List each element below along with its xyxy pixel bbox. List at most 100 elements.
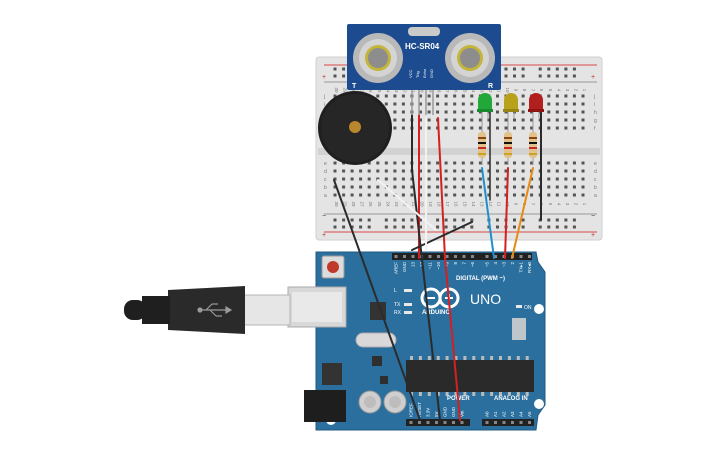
hole (572, 185, 576, 189)
rail-hole (359, 225, 363, 229)
hole (564, 169, 568, 173)
rail-hole (521, 218, 525, 222)
hole (436, 161, 440, 165)
hole (376, 94, 380, 98)
hole (359, 193, 363, 197)
column-number: 14 (471, 87, 476, 93)
hole (427, 193, 431, 197)
header-hole (519, 255, 523, 258)
hole (453, 169, 457, 173)
column-number: 30 (334, 87, 339, 93)
column-number: 30 (334, 201, 339, 207)
rail-hole (538, 67, 542, 71)
column-number: 3 (565, 89, 570, 92)
hole (555, 94, 559, 98)
hole (393, 110, 397, 114)
header-hole (403, 255, 406, 258)
hole (444, 193, 448, 197)
hole (427, 161, 431, 165)
column-number: 16 (454, 87, 459, 93)
hole (333, 185, 337, 189)
pin-label: Vin (460, 410, 465, 417)
hole (461, 169, 465, 173)
hole (453, 102, 457, 106)
hole (513, 126, 516, 130)
hole (367, 161, 371, 165)
hole (478, 185, 482, 189)
hole (419, 161, 422, 165)
hole (572, 126, 576, 130)
hole (461, 177, 465, 181)
rail-hole (453, 218, 457, 222)
hole (581, 161, 585, 165)
row-letter: e (324, 161, 327, 167)
pin-label: GND (451, 406, 456, 417)
rail-hole (564, 74, 568, 78)
rail-hole (572, 67, 576, 71)
hole (513, 185, 516, 189)
hole (496, 118, 499, 122)
hole (419, 177, 422, 181)
rail-hole (419, 225, 422, 229)
hole (453, 94, 457, 98)
rail-plus-bottom-right: + (591, 232, 595, 239)
column-number: 8 (522, 89, 527, 92)
hole (555, 102, 559, 106)
pin-label: 3.3V (426, 408, 431, 417)
column-number: 21 (411, 201, 416, 207)
hole (393, 169, 397, 173)
hole (581, 126, 585, 130)
chip-pin (427, 356, 431, 360)
chip-pin (525, 356, 529, 360)
row-letter: d (324, 169, 327, 175)
pin-label: GND (443, 406, 448, 417)
wire-rail-black (411, 221, 473, 251)
hole (478, 177, 482, 181)
hole (470, 102, 474, 106)
column-number: 21 (411, 87, 416, 93)
hole (333, 161, 337, 165)
header-hole (519, 421, 523, 424)
hole (581, 169, 585, 173)
hole (581, 94, 585, 98)
hole (496, 126, 499, 130)
chip-pin (418, 392, 422, 396)
row-letter: f (594, 126, 596, 132)
resistor-2 (504, 115, 512, 165)
rail-hole (401, 218, 405, 222)
rail-hole (521, 67, 525, 71)
chip-pin (445, 392, 449, 396)
column-number: 4 (556, 203, 561, 206)
hole (572, 193, 576, 197)
reset-button[interactable] (327, 261, 339, 273)
rail-hole (333, 225, 337, 229)
hole (513, 193, 516, 197)
rail-hole (393, 218, 397, 222)
pin-label: IOREF (409, 403, 414, 417)
hole (333, 177, 337, 181)
hole (564, 118, 568, 122)
rail-hole (513, 225, 516, 229)
power-led (516, 305, 522, 308)
hole (384, 177, 388, 181)
hole (496, 161, 499, 165)
hole (572, 110, 576, 114)
column-number: 12 (488, 201, 493, 207)
hole (333, 169, 337, 173)
hole (401, 126, 405, 130)
rail-hole (496, 225, 499, 229)
breadboard-labels: 3030292928282727262625252424232322222121… (323, 87, 597, 207)
rail-hole (444, 225, 448, 229)
hole (470, 193, 474, 197)
hole (564, 110, 568, 114)
usb-cable (124, 286, 291, 334)
row-letter: c (594, 177, 597, 183)
column-number: 14 (471, 201, 476, 207)
rail-hole (513, 218, 516, 222)
column-number: 1 (582, 203, 587, 206)
sensor-pin-label: Trig (415, 71, 420, 78)
header-hole (471, 255, 474, 258)
green-led (477, 93, 493, 118)
hole (581, 102, 585, 106)
